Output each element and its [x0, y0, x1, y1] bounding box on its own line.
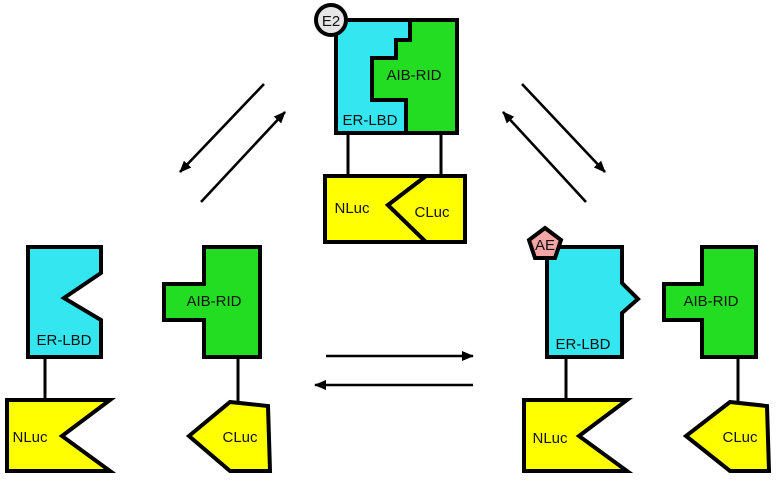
arrow-dissociation [179, 83, 265, 173]
equilibrium-right [502, 83, 606, 203]
nluc-er-lbd-ae-bound: AE ER-LBD NLuc [522, 225, 641, 473]
nluc-er-lbd-unbound: ER-LBD NLuc [5, 245, 117, 473]
aib-rid-domain [162, 245, 262, 359]
aib-rid-cluc-unbound: AIB-RID CLuc [162, 245, 273, 473]
e2-ligand [314, 3, 348, 37]
ae-label: AE [535, 237, 555, 254]
arrow-reverse [502, 111, 587, 203]
cluc-label: CLuc [722, 429, 758, 446]
er-lbd-label: ER-LBD [342, 112, 397, 129]
er-lbd-domain [26, 245, 103, 359]
nluc-fragment [5, 398, 117, 473]
aib-rid-domain [662, 245, 758, 359]
complex-e2-bound: E2 AIB-RID ER-LBD NLuc CLuc [314, 3, 467, 244]
cluc-fragment [185, 399, 273, 473]
cluc-fragment [384, 174, 467, 244]
nluc-label: NLuc [12, 429, 48, 446]
equilibrium-bottom [314, 351, 474, 390]
ae-ligand [526, 225, 564, 260]
er-lbd-label: ER-LBD [555, 336, 610, 353]
er-lbd-domain [545, 245, 641, 359]
nluc-label: NLuc [532, 430, 568, 447]
er-lbd-label: ER-LBD [36, 332, 91, 349]
e2-label: E2 [322, 13, 340, 30]
aib-rid-cluc-unbound: AIB-RID CLuc [662, 245, 772, 473]
arrow-forward [521, 83, 606, 173]
aib-rid-label: AIB-RID [186, 293, 241, 310]
arrow-association [200, 111, 286, 203]
cluc-fragment [682, 399, 772, 473]
aib-rid-label: AIB-RID [683, 293, 738, 310]
ae-bound-pair: AE ER-LBD NLuc AIB-RID CLuc [522, 225, 772, 473]
cluc-label: CLuc [414, 204, 450, 221]
unbound-pair: ER-LBD NLuc AIB-RID CLuc [5, 245, 273, 473]
cluc-label: CLuc [222, 429, 258, 446]
nluc-label: NLuc [334, 200, 370, 217]
nluc-fragment [522, 398, 634, 473]
equilibrium-left [179, 83, 286, 203]
aib-rid-domain [370, 18, 459, 135]
aib-rid-label: AIB-RID [386, 67, 441, 84]
